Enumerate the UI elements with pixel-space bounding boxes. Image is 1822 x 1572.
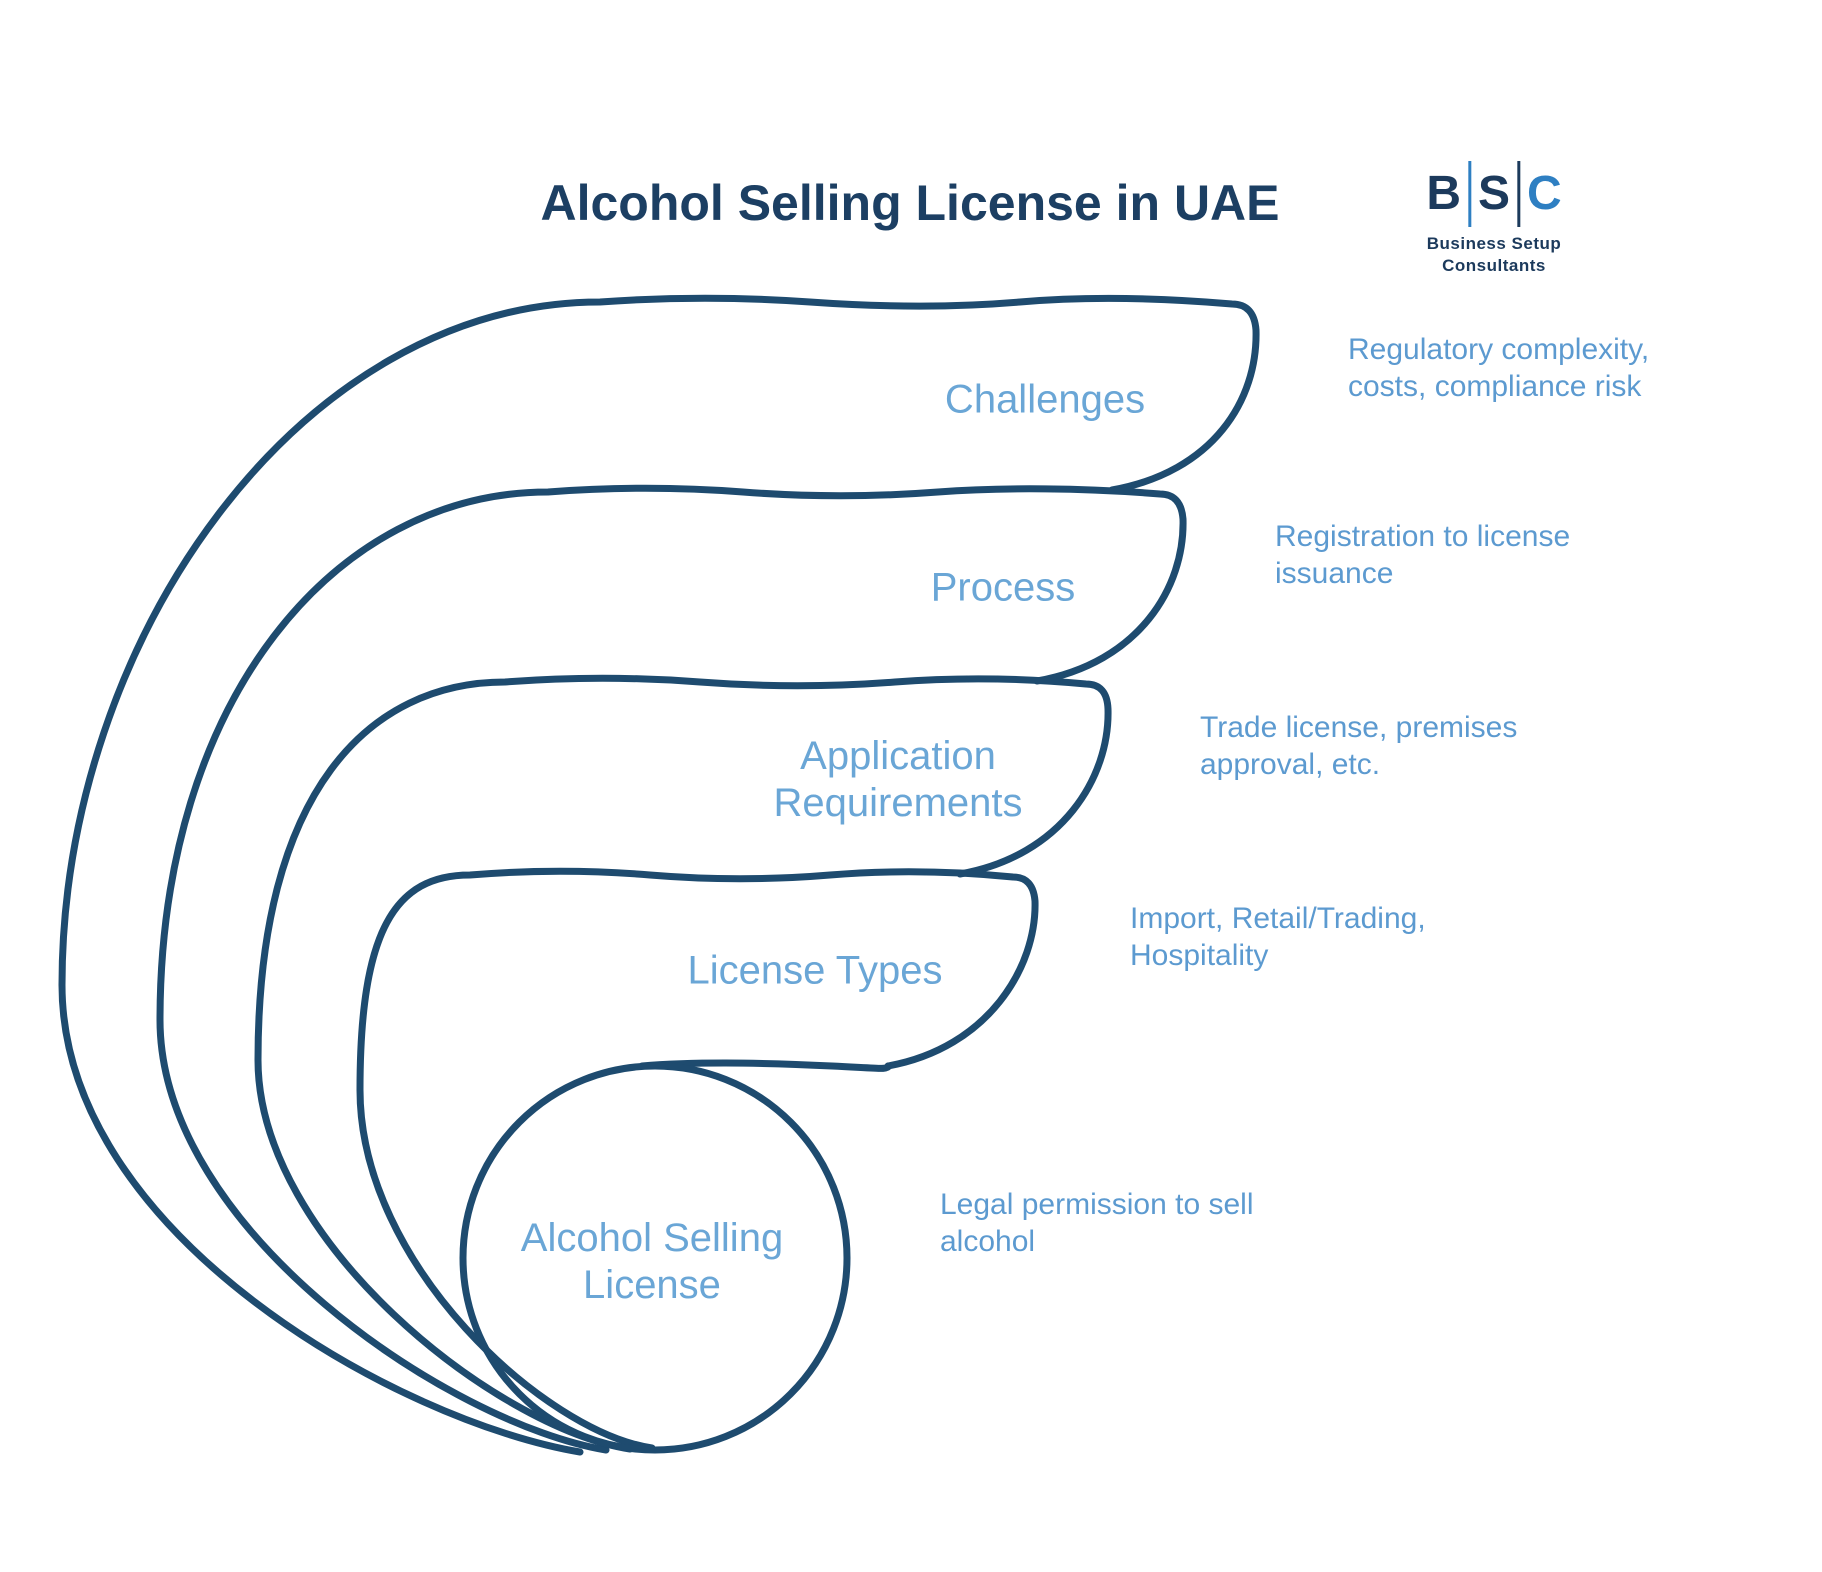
logo-letter-c: C bbox=[1527, 167, 1562, 220]
level-desc-challenges: Regulatory complexity, costs, compliance… bbox=[1348, 333, 1650, 403]
level-label-process: Process bbox=[930, 565, 1076, 610]
bsc-logo-letters: B S C bbox=[1426, 158, 1562, 230]
level-label-challenges: Challenges bbox=[944, 377, 1146, 422]
level-desc-application-requirements: Trade license, premises approval, etc. bbox=[1200, 711, 1518, 781]
logo-subtext: Business Setup Consultants bbox=[1426, 234, 1562, 276]
level-label-application-requirements: Application Requirements bbox=[773, 734, 1023, 825]
level-desc-license-types: Import, Retail/Trading, Hospitality bbox=[1130, 902, 1426, 972]
logo-divider-blue bbox=[1467, 161, 1471, 227]
level-label-alcohol-selling-license: Alcohol Selling License bbox=[520, 1216, 784, 1307]
logo-letter-s: S bbox=[1477, 167, 1511, 220]
bsc-logo: B S C Business Setup Consultants bbox=[1426, 158, 1562, 277]
level-desc-process: Registration to license issuance bbox=[1275, 520, 1571, 590]
core-circle bbox=[459, 1062, 851, 1454]
process-petal-outline bbox=[156, 484, 1187, 1454]
page-title: Alcohol Selling License in UAE bbox=[540, 175, 1280, 231]
license-types-petal-outline bbox=[356, 867, 1039, 1452]
challenges-petal-outline bbox=[58, 294, 1260, 1456]
level-label-license-types: License Types bbox=[687, 948, 943, 993]
logo-letter-b: B bbox=[1426, 167, 1461, 220]
level-desc-alcohol-selling-license: Legal permission to sell alcohol bbox=[940, 1188, 1254, 1258]
logo-divider-navy bbox=[1517, 161, 1521, 227]
application-requirements-petal-outline bbox=[254, 674, 1112, 1453]
baseline-tangent-line bbox=[638, 1059, 892, 1072]
